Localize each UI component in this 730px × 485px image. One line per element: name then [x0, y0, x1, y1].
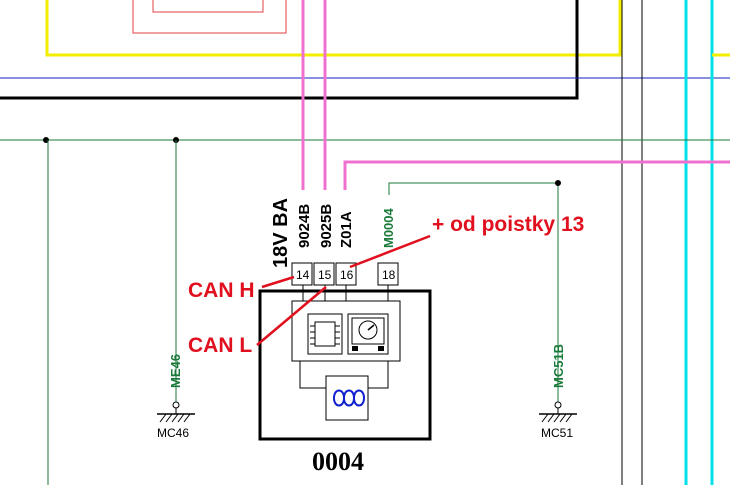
yellow-frame	[45, 0, 622, 57]
chip-icon	[307, 313, 343, 355]
wire-label-9025b: 9025B	[318, 204, 335, 248]
pin-box	[313, 262, 335, 286]
wire-label-m0004: M0004	[381, 207, 396, 248]
coil-lead-left	[299, 361, 326, 389]
top-box-outer	[132, 0, 287, 34]
pin-number-18: 18	[382, 268, 396, 282]
annotation-can-h: CAN H	[188, 279, 255, 302]
annotation-fuse: + od poistky 13	[432, 213, 584, 236]
pin-row: 14 15 16 18	[291, 262, 399, 292]
junction-dot	[555, 180, 561, 186]
pin-number-16: 16	[340, 268, 354, 282]
ground-symbol-mc51	[539, 401, 577, 423]
pin-number-15: 15	[318, 268, 332, 282]
can-h-pointer	[261, 275, 295, 289]
ground-wire-label-left: ME46	[168, 354, 183, 388]
ground-label-right: MC51	[541, 426, 573, 440]
coil-lead-right	[368, 361, 389, 389]
wire-label-9024b: 9024B	[296, 204, 313, 248]
fuse-pointer	[349, 234, 431, 269]
can-l-pointer	[256, 286, 327, 346]
ground-label-left: MC46	[157, 426, 189, 440]
annotation-can-l: CAN L	[188, 334, 252, 357]
wire-label-z01a: Z01A	[338, 211, 355, 248]
pink-wire-z01a	[343, 160, 730, 190]
pin-number-14: 14	[296, 268, 310, 282]
component-id: 0004	[312, 447, 364, 476]
gauge-icon	[347, 313, 389, 355]
wire-label-supply: 18V BA	[270, 198, 292, 268]
black-frame	[0, 0, 579, 100]
green-wire-m0004	[388, 182, 559, 405]
coil-icon	[325, 375, 369, 421]
ground-symbol-mc46	[157, 401, 195, 423]
ground-wire-label-right: MC51B	[551, 344, 566, 388]
pin-box	[291, 262, 313, 286]
top-box-inner	[152, 0, 264, 13]
